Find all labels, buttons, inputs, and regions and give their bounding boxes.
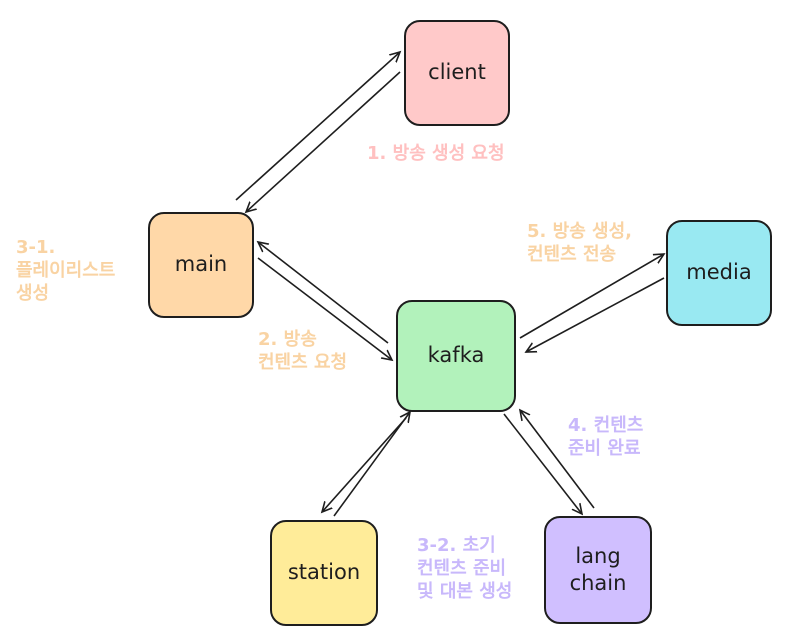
arrow-main-to-kafka	[257, 257, 392, 360]
label-step1-line1: 1. 방송 생성 요청	[367, 143, 505, 164]
node-client: client	[404, 20, 510, 126]
label-step3-1-line2: 플레이리스트	[16, 260, 116, 281]
arrow-kafka-to-media	[519, 254, 664, 339]
label-step3-2-line2: 컨텐츠 준비	[417, 558, 507, 579]
arrow-langchain-to-kafka	[520, 410, 595, 509]
node-station-label: station	[287, 560, 361, 585]
label-step3-1: 3-1. 플레이리스트 생성	[16, 236, 115, 305]
node-kafka: kafka	[396, 300, 516, 412]
node-kafka-label: kafka	[427, 343, 485, 368]
arrow-main-to-client	[235, 52, 400, 201]
arrow-client-to-main	[246, 71, 401, 212]
label-step2-line1: 2. 방송	[258, 329, 317, 350]
label-step3-2-line3: 및 대본 생성	[417, 581, 513, 602]
label-step4: 4. 컨텐츠 준비 완료	[568, 414, 643, 460]
node-media-label: media	[686, 260, 752, 285]
label-step4-line2: 준비 완료	[568, 438, 641, 459]
label-step4-line1: 4. 컨텐츠	[568, 415, 644, 436]
node-media: media	[666, 220, 772, 326]
arrow-kafka-to-main	[258, 242, 389, 344]
label-step2: 2. 방송 컨텐츠 요청	[258, 328, 347, 374]
label-step5-line2: 컨텐츠 전송	[527, 244, 617, 265]
label-step5-line1: 5. 방송 생성,	[527, 221, 632, 242]
label-step2-line2: 컨텐츠 요청	[258, 352, 348, 373]
arrow-media-to-kafka	[526, 277, 665, 352]
node-langchain-label-line2: chain	[569, 571, 627, 595]
arrow-station-to-kafka	[333, 412, 410, 517]
label-step3-1-line3: 생성	[16, 283, 50, 304]
label-step3-2-line1: 3-2. 초기	[417, 535, 496, 556]
node-main-label: main	[174, 252, 228, 277]
arrow-kafka-to-station	[322, 417, 407, 512]
node-main: main	[148, 212, 254, 318]
node-langchain-label-line1: lang	[575, 543, 621, 568]
label-step3-1-line1: 3-1.	[16, 237, 56, 258]
label-step3-2: 3-2. 초기 컨텐츠 준비 및 대본 생성	[417, 534, 512, 603]
node-station: station	[270, 520, 378, 626]
arrow-kafka-to-langchain	[503, 413, 582, 514]
label-step1: 1. 방송 생성 요청	[367, 142, 505, 165]
node-langchain: lang chain	[544, 516, 652, 624]
node-client-label: client	[428, 60, 486, 85]
label-step5: 5. 방송 생성, 컨텐츠 전송	[527, 220, 632, 266]
